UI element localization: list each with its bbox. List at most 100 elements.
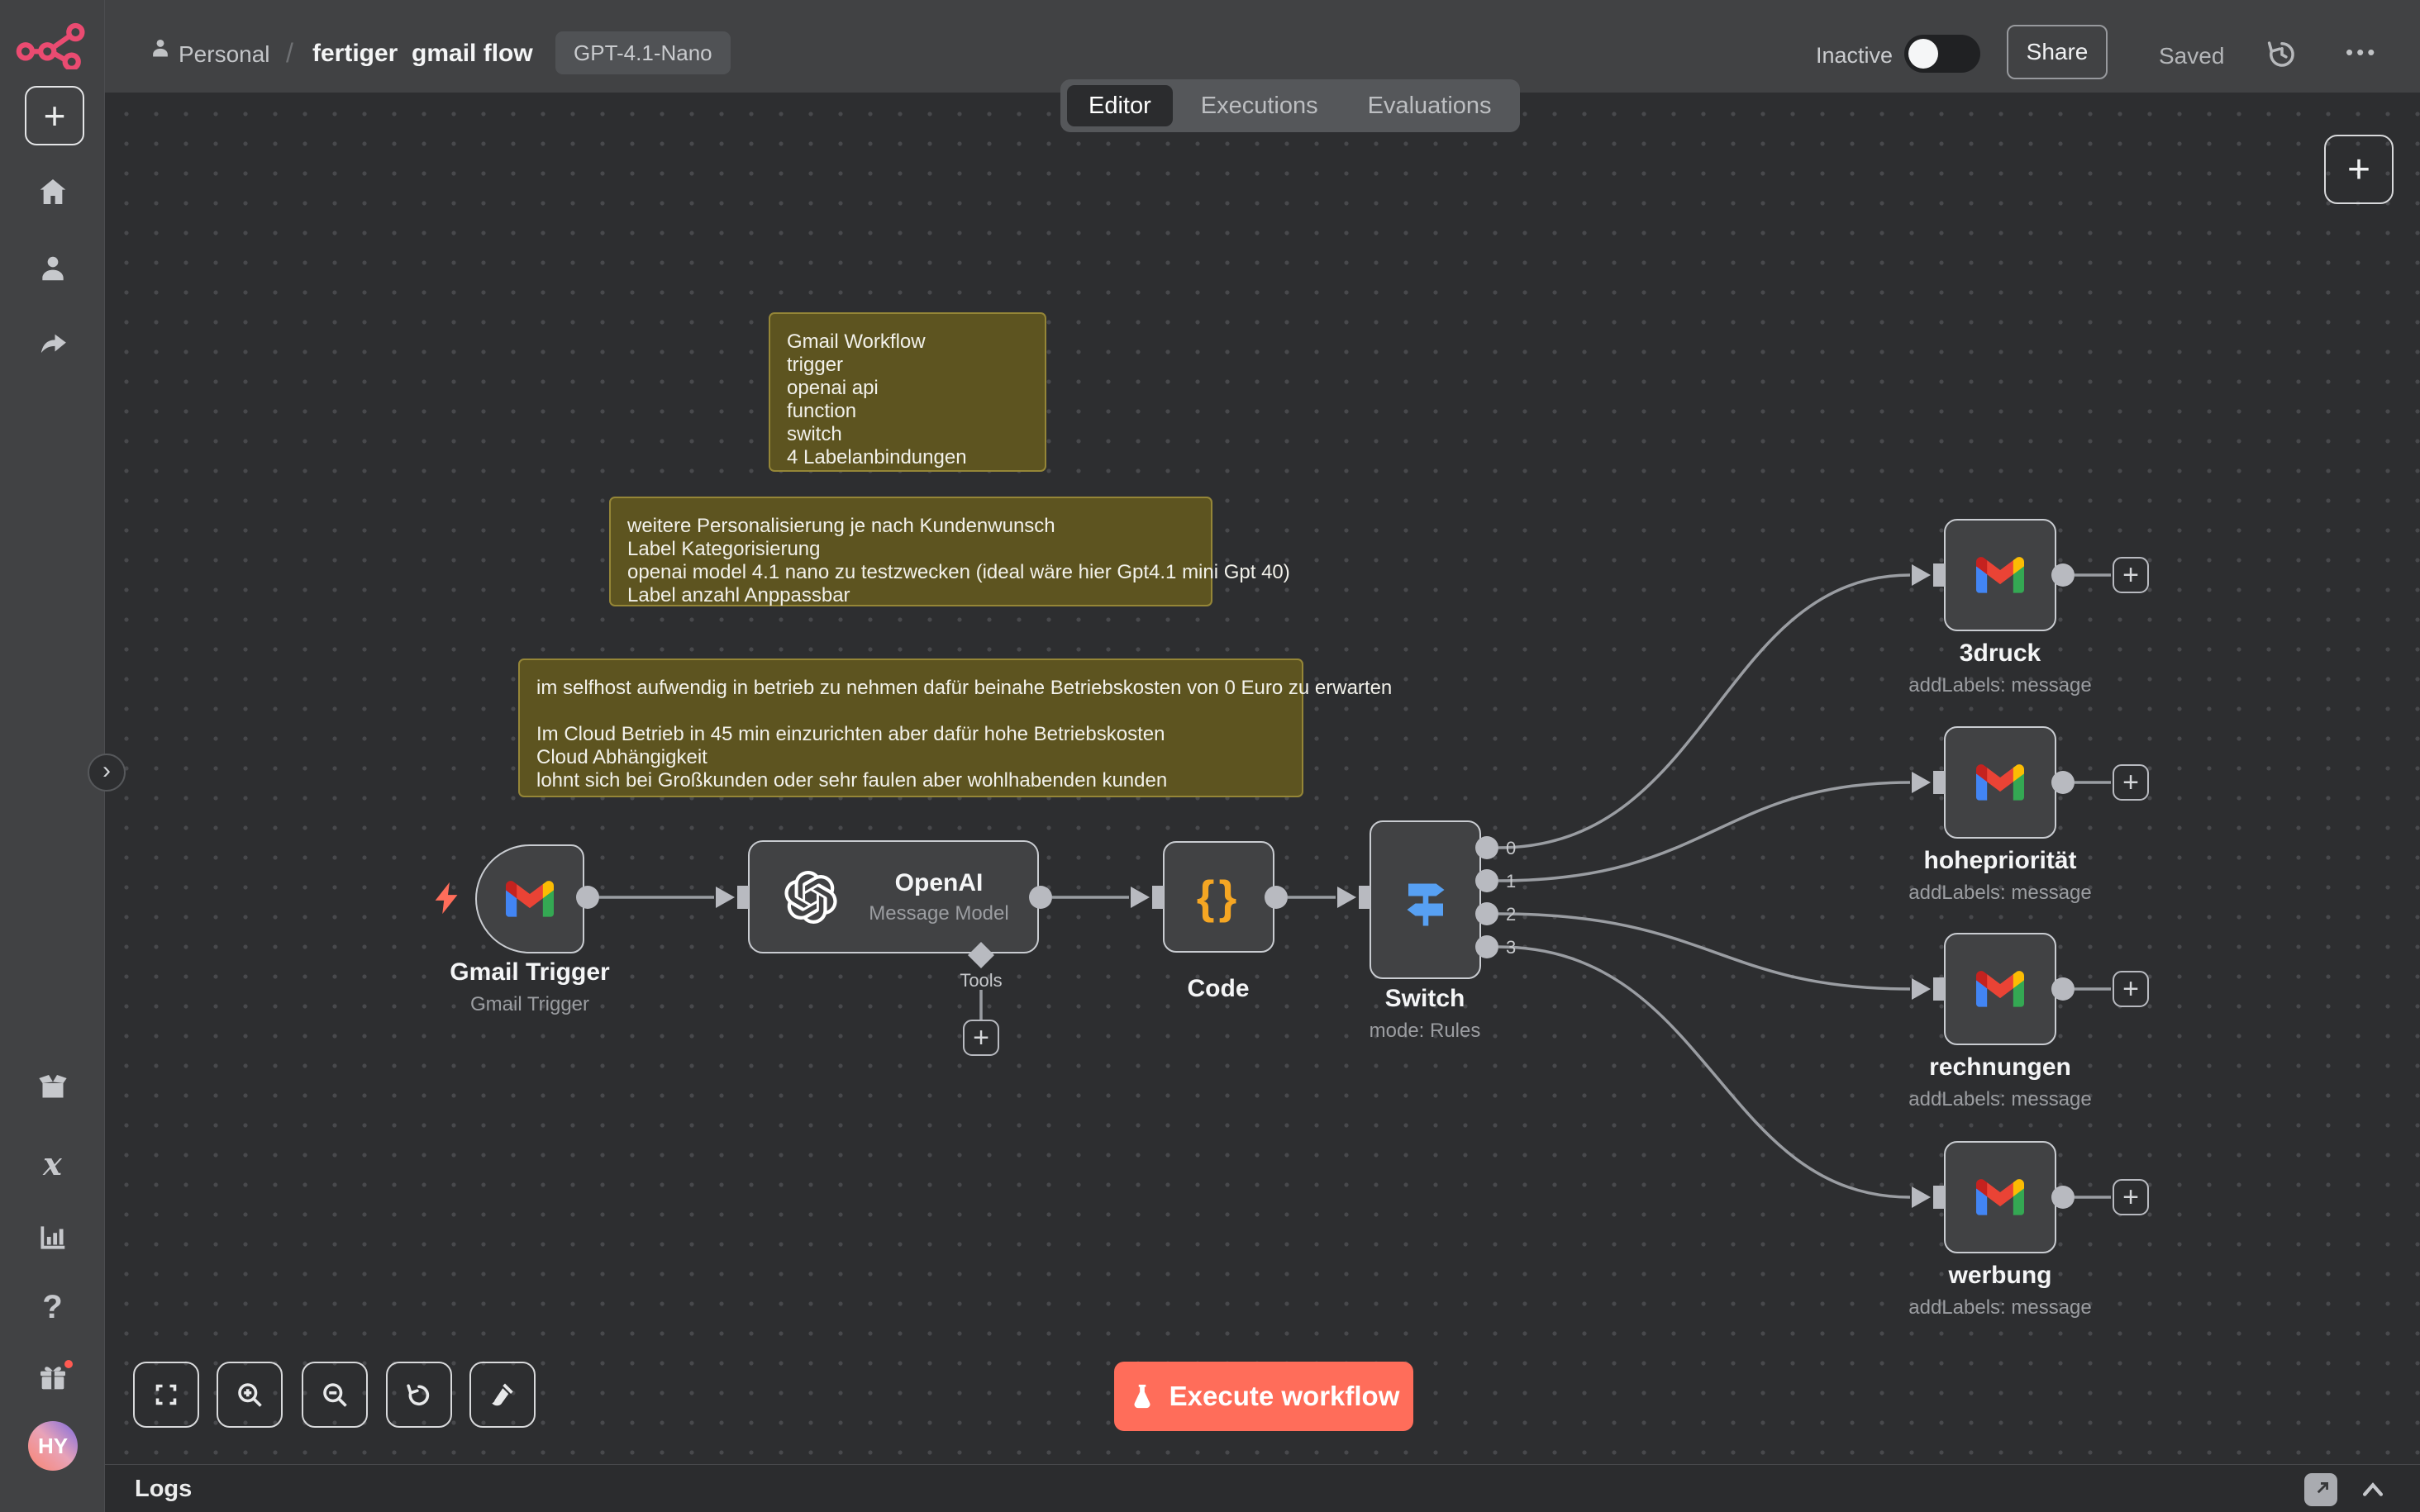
zoom-out-button[interactable] (302, 1362, 368, 1428)
trigger-bolt-icon (428, 879, 466, 917)
node-title: Gmail Trigger (450, 958, 609, 987)
add-node-after-button[interactable]: + (2113, 1179, 2149, 1215)
node-subtitle: mode: Rules (1370, 1020, 1481, 1043)
execute-workflow-button[interactable]: Execute workflow (1114, 1362, 1413, 1431)
plus-icon: + (44, 93, 66, 138)
expand-logs-button[interactable] (2356, 1473, 2390, 1506)
plus-icon: + (2122, 975, 2139, 1003)
node-title: werbung (1908, 1262, 2091, 1290)
sidebar-item-overview[interactable] (0, 175, 105, 208)
node-title: Switch (1370, 985, 1481, 1013)
node-subtitle: addLabels: message (1908, 674, 2091, 697)
node-caption-code: Code (1188, 975, 1250, 1003)
saved-indicator: Saved (2159, 43, 2224, 69)
project-owner-icon (149, 36, 172, 59)
workflow-name[interactable]: fertiger gmail flow (312, 40, 533, 68)
plus-icon: + (2347, 147, 2370, 193)
sidebar: + x (0, 0, 105, 1512)
sidebar-item-help[interactable]: ? (0, 1289, 105, 1326)
node-caption-hoheprioritaet: hohepriorität addLabels: message (1908, 847, 2091, 905)
node-gmail-hoheprioritaet[interactable] (1944, 726, 2056, 839)
sidebar-item-variables[interactable]: x (0, 1145, 105, 1182)
sticky-note-personalization[interactable]: weitere Personalisierung je nach Kundenw… (609, 497, 1212, 606)
sidebar-item-whats-new[interactable] (0, 1362, 105, 1399)
tab-executions[interactable]: Executions (1179, 85, 1340, 126)
box-icon (36, 1071, 69, 1104)
zoom-to-fit-button[interactable] (133, 1362, 199, 1428)
node-title: 3druck (1908, 640, 2091, 668)
share-arrow-icon (36, 329, 69, 362)
user-icon (37, 253, 69, 284)
undo-icon (404, 1380, 434, 1410)
execute-workflow-label: Execute workflow (1170, 1381, 1400, 1412)
switch-output-label-2: 2 (1506, 904, 1516, 925)
node-title: OpenAI (865, 869, 1012, 897)
add-tool-button[interactable]: + (963, 1020, 999, 1056)
sidebar-item-personal[interactable] (0, 253, 105, 284)
note-line: Label Kategorisierung (627, 538, 1194, 561)
toggle-knob (1908, 39, 1938, 69)
tab-evaluations[interactable]: Evaluations (1346, 85, 1513, 126)
node-gmail-werbung[interactable] (1944, 1141, 2056, 1253)
node-gmail-3druck[interactable] (1944, 519, 2056, 631)
note-line: switch (787, 423, 1028, 446)
home-icon (36, 175, 69, 208)
note-line: Cloud Abhängigkeit (536, 746, 1285, 769)
note-line: Label anzahl Anppassbar (627, 584, 1194, 607)
gmail-icon (1976, 764, 2024, 801)
node-caption-werbung: werbung addLabels: message (1908, 1262, 2091, 1319)
node-gmail-trigger[interactable] (475, 844, 584, 953)
open-logs-window-button[interactable] (2304, 1473, 2337, 1506)
plus-icon: + (2122, 768, 2139, 796)
sidebar-expand-button[interactable]: › (88, 754, 126, 792)
user-avatar[interactable]: HY (28, 1421, 78, 1471)
zoom-in-button[interactable] (217, 1362, 283, 1428)
workflow-tag[interactable]: GPT-4.1-Nano (555, 31, 731, 74)
add-node-after-button[interactable]: + (2113, 971, 2149, 1007)
note-line: function (787, 400, 1028, 423)
n8n-logo (15, 18, 93, 69)
node-openai[interactable]: OpenAI Message Model (748, 840, 1039, 953)
node-caption-3druck: 3druck addLabels: message (1908, 640, 2091, 697)
logs-panel[interactable]: Logs (105, 1464, 2420, 1512)
node-subtitle: addLabels: message (1908, 1088, 2091, 1111)
sidebar-item-templates[interactable] (0, 1071, 105, 1104)
fit-view-icon (151, 1380, 181, 1410)
tools-port-label: Tools (960, 970, 1002, 991)
broom-icon (488, 1380, 517, 1410)
canvas-add-node-button[interactable]: + (2324, 135, 2394, 204)
node-title: rechnungen (1908, 1053, 2091, 1082)
add-node-after-button[interactable]: + (2113, 764, 2149, 801)
add-workflow-button[interactable]: + (25, 86, 84, 145)
add-node-after-button[interactable]: + (2113, 557, 2149, 593)
sticky-note-overview[interactable]: Gmail Workflow trigger openai api functi… (769, 312, 1046, 472)
sticky-note-hosting[interactable]: im selfhost aufwendig in betrieb zu nehm… (518, 659, 1303, 797)
node-switch[interactable] (1370, 820, 1481, 979)
switch-output-label-1: 1 (1506, 871, 1516, 892)
reset-zoom-button[interactable] (386, 1362, 452, 1428)
sidebar-item-insights[interactable] (0, 1221, 105, 1253)
plus-icon: + (2122, 561, 2139, 589)
sidebar-item-shared[interactable] (0, 329, 105, 362)
tab-editor[interactable]: Editor (1067, 85, 1173, 126)
activation-toggle[interactable] (1904, 35, 1980, 73)
node-code[interactable]: {} (1163, 841, 1274, 953)
zoom-in-icon (235, 1380, 264, 1410)
note-line: trigger (787, 354, 1028, 377)
bar-chart-icon (37, 1221, 69, 1253)
note-line: openai api (787, 377, 1028, 400)
pop-out-icon (2310, 1479, 2332, 1500)
tidy-up-button[interactable] (469, 1362, 536, 1428)
node-subtitle: Message Model (865, 902, 1012, 925)
logs-panel-title: Logs (135, 1476, 192, 1503)
flask-icon (1128, 1382, 1156, 1410)
code-braces-icon: {} (1197, 870, 1241, 924)
share-button[interactable]: Share (2007, 25, 2108, 79)
more-options-button[interactable]: ••• (2346, 40, 2378, 65)
node-gmail-rechnungen[interactable] (1944, 933, 2056, 1045)
note-line: lohnt sich bei Großkunden oder sehr faul… (536, 769, 1285, 792)
node-subtitle: addLabels: message (1908, 882, 2091, 905)
workflow-history-button[interactable] (2265, 36, 2299, 74)
breadcrumb-project[interactable]: Personal (179, 41, 270, 68)
